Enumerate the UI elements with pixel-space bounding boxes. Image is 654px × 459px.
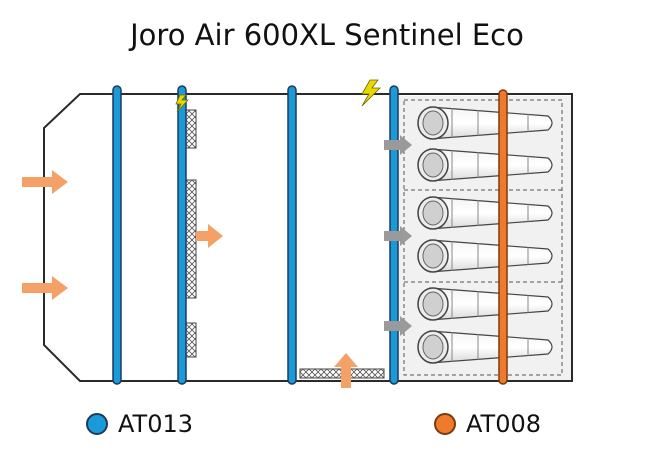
legend-label: AT008: [466, 410, 542, 438]
legend-swatch-orange: [434, 413, 456, 435]
filter-line-at013: [287, 85, 297, 385]
bag-filter: [417, 287, 553, 321]
lightning-icon: [361, 79, 381, 107]
bag-filter: [417, 106, 553, 140]
filter-line-at013: [112, 85, 122, 385]
airflow-arrow-icon: [22, 276, 68, 300]
airflow-arrow-icon: [196, 224, 223, 248]
filter-line-at008: [498, 89, 508, 385]
bag-filter: [417, 148, 553, 182]
diagram-title: Joro Air 600XL Sentinel Eco: [130, 18, 524, 52]
bag-filter: [417, 239, 553, 273]
airflow-arrow-icon: [22, 170, 68, 194]
airflow-arrow-icon: [384, 226, 412, 246]
filter-line-at013: [177, 85, 187, 385]
lightning-icon: [175, 94, 189, 113]
airflow-arrow-icon: [384, 316, 412, 336]
airflow-arrow-icon: [384, 135, 412, 155]
legend-item-at013: AT013: [86, 410, 193, 438]
legend-label: AT013: [118, 410, 194, 438]
bag-filter: [417, 330, 553, 364]
airflow-arrow-icon: [334, 353, 358, 388]
legend-swatch-blue: [86, 413, 108, 435]
bag-filter: [417, 196, 553, 230]
legend-item-at008: AT008: [434, 410, 541, 438]
